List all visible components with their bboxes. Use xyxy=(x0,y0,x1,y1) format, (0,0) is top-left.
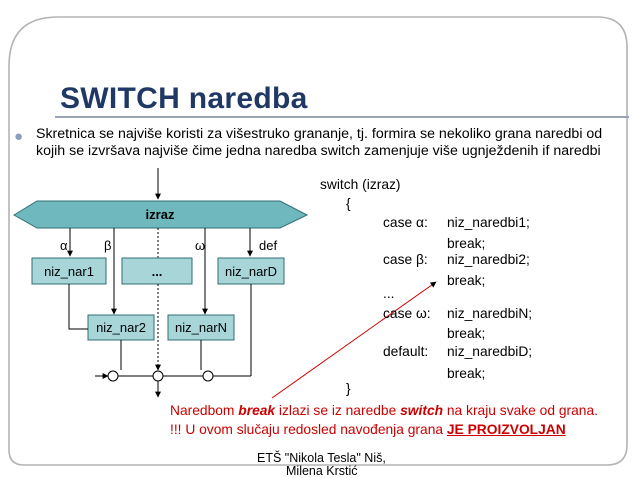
code-breakN: break; xyxy=(447,326,486,341)
code-break1: break; xyxy=(447,236,486,251)
code-break2: break; xyxy=(447,273,486,288)
condition-label: izraz xyxy=(146,207,175,222)
code-stmt2: niz_naredbi2; xyxy=(447,252,530,267)
box-niz-narD xyxy=(217,257,285,285)
code-stmtN: niz_naredbiN; xyxy=(447,306,533,321)
bullet-icon: ● xyxy=(14,128,24,145)
branch-label-default: def xyxy=(259,238,277,253)
note-pointer-arrow xyxy=(271,281,437,399)
title-underline xyxy=(55,116,629,118)
code-case-beta: case β: xyxy=(383,252,428,267)
condition-hexagon xyxy=(13,200,309,229)
code-stmt1: niz_naredbi1; xyxy=(447,215,530,230)
code-breakD: break; xyxy=(447,366,486,381)
code-stmtD: niz_naredbiD; xyxy=(447,344,533,359)
box-niz-narD-label: niz_narD xyxy=(225,264,277,279)
junction-1 xyxy=(107,370,119,382)
code-open-brace: { xyxy=(346,196,351,211)
slide-title: SWITCH naredba xyxy=(60,82,308,115)
note-line-1: Naredbom break izlazi se iz naredbe swit… xyxy=(170,403,598,418)
branch-label-alpha: α xyxy=(60,238,68,253)
branch-label-omega: ω xyxy=(195,238,205,253)
code-close-brace: } xyxy=(346,381,351,396)
code-case-alpha: case α: xyxy=(383,215,428,230)
box-niz-narN xyxy=(167,314,235,341)
code-ellipsis: ... xyxy=(383,286,395,301)
branch-label-beta: β xyxy=(104,238,111,253)
box-ellipsis-label: ... xyxy=(152,264,163,279)
footer-author: Milena Krstić xyxy=(286,464,358,478)
junction-3 xyxy=(202,370,214,382)
note-line-2: !!! U ovom slučaju redosled navođenja gr… xyxy=(170,422,566,437)
code-switch-line: switch (izraz) xyxy=(320,177,401,192)
box-niz-narN-label: niz_narN xyxy=(175,320,227,335)
box-ellipsis xyxy=(121,257,193,285)
junction-2 xyxy=(152,370,164,382)
bullet-text: Skretnica se najviše koristi za višestru… xyxy=(36,126,603,159)
box-niz-nar2-label: niz_nar2 xyxy=(96,320,146,335)
footer-school: ETŠ "Nikola Tesla" Niš, xyxy=(257,451,386,465)
box-niz-nar2 xyxy=(87,314,155,341)
code-case-omega: case ω: xyxy=(383,306,431,321)
code-default: default: xyxy=(383,344,429,359)
box-niz-nar1-label: niz_nar1 xyxy=(44,264,94,279)
